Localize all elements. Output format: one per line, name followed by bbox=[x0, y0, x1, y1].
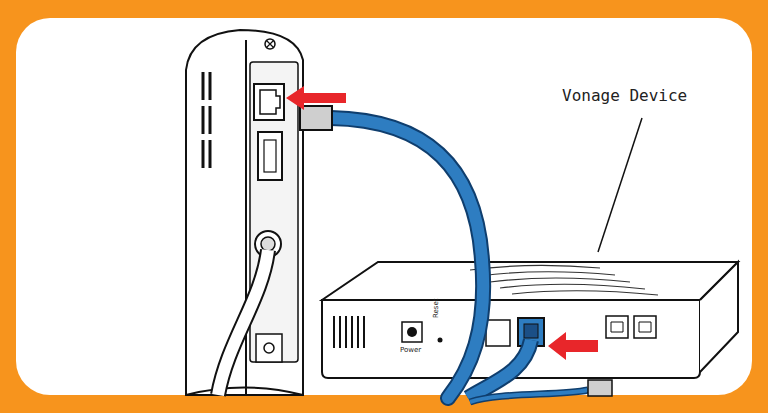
white-panel bbox=[16, 18, 752, 395]
device-label: Vonage Device bbox=[562, 86, 687, 105]
modem-vents bbox=[203, 72, 210, 168]
usb-port bbox=[258, 132, 282, 180]
coax-cable bbox=[218, 250, 268, 395]
phone-port-2 bbox=[634, 316, 656, 338]
ethernet-cable-end-outline bbox=[468, 340, 531, 398]
device-power-hole bbox=[407, 327, 417, 337]
device-ethernet-port bbox=[486, 320, 510, 346]
port-label: Power bbox=[400, 346, 421, 354]
button-label: Reset bbox=[432, 298, 440, 318]
device-ethernet-port-inner bbox=[524, 324, 538, 338]
phone-plug bbox=[588, 380, 612, 396]
ethernet-port bbox=[254, 84, 284, 120]
ethernet-cable-outline bbox=[331, 118, 483, 398]
red-arrow bbox=[548, 332, 598, 360]
red-arrow bbox=[286, 86, 346, 110]
ethernet-cable bbox=[331, 118, 483, 398]
modem-body bbox=[186, 30, 303, 395]
device-power-jack bbox=[402, 322, 422, 342]
device-side bbox=[700, 262, 738, 372]
device-top bbox=[322, 262, 738, 300]
cable-modem bbox=[186, 30, 303, 395]
modem-base bbox=[186, 388, 303, 396]
phone-port-inner bbox=[611, 322, 651, 332]
ethernet-port-inner bbox=[260, 90, 280, 114]
device-front-vents bbox=[334, 316, 364, 348]
phone-port-1 bbox=[606, 316, 628, 338]
modem-edge bbox=[245, 40, 247, 395]
coax-cable-outline bbox=[218, 250, 268, 395]
coax-nut bbox=[261, 237, 275, 251]
modem-screw-cross bbox=[266, 40, 274, 48]
power-jack bbox=[256, 334, 282, 362]
device-top-vents bbox=[470, 265, 658, 295]
phone-cable-outline bbox=[470, 390, 588, 402]
modem-back-panel bbox=[250, 62, 298, 362]
reset-button bbox=[438, 338, 443, 343]
leader-line bbox=[598, 118, 642, 252]
power-jack-hole bbox=[264, 343, 274, 353]
modem-screw bbox=[265, 39, 275, 49]
ethernet-cable-end bbox=[468, 340, 531, 398]
phone-cable bbox=[470, 390, 588, 402]
ethernet-plug bbox=[300, 106, 332, 130]
usb-port-inner bbox=[264, 140, 276, 172]
